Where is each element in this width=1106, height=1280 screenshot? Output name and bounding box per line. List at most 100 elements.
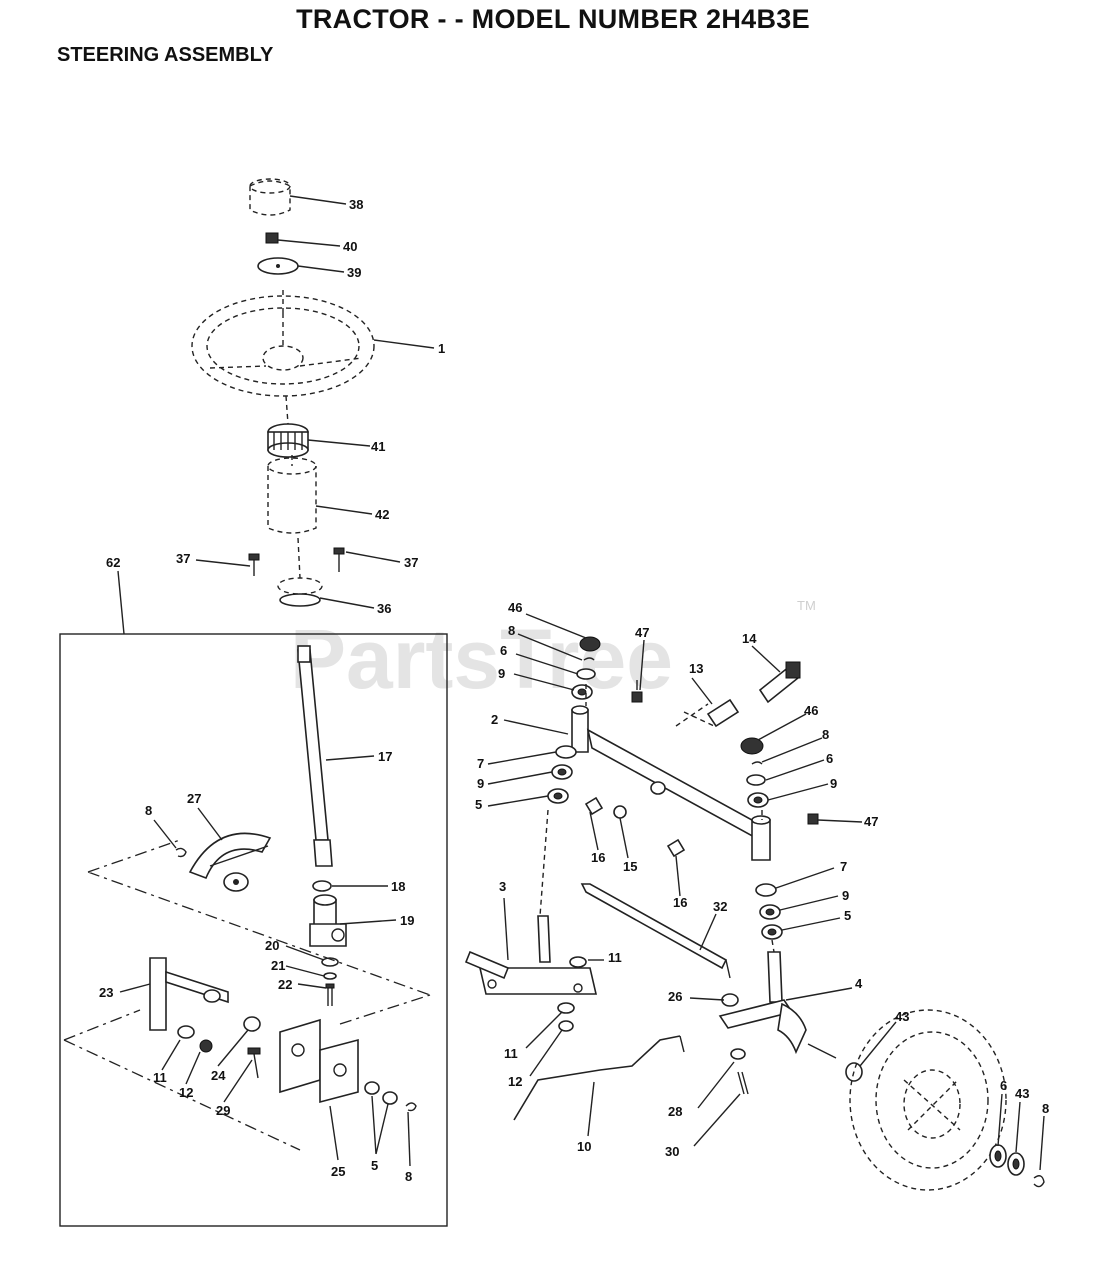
ball-joint-26 — [721, 993, 739, 1007]
callout-42: 42 — [375, 507, 389, 522]
pin-16-left — [584, 796, 604, 816]
steering-wheel-1 — [191, 295, 375, 397]
callout-4: 4 — [855, 976, 863, 991]
steering-cap-38 — [249, 178, 291, 216]
washer-15 — [613, 805, 627, 819]
callout-17: 17 — [378, 749, 392, 764]
callout-43-outer: 43 — [1015, 1086, 1029, 1101]
callout-23: 23 — [99, 985, 113, 1000]
callout-37-left: 37 — [176, 551, 190, 566]
callout-9-left-low: 9 — [477, 776, 484, 791]
callout-26-axle: 26 — [668, 989, 682, 1004]
steering-arm-23 — [149, 957, 229, 1031]
callout-12-lower: 12 — [508, 1074, 522, 1089]
sector-gear-27 — [188, 832, 272, 892]
cap-46-left — [579, 636, 601, 652]
section-subtitle: STEERING ASSEMBLY — [57, 44, 274, 66]
washer-5-left — [547, 788, 569, 804]
callout-9-left: 9 — [498, 666, 505, 681]
washer-11-lower — [557, 1002, 575, 1014]
callout-7-left: 7 — [477, 756, 484, 771]
washer-5-b — [382, 1091, 398, 1105]
cotter-30 — [737, 1071, 749, 1095]
bearing-9-left — [571, 684, 593, 700]
bolt-14 — [758, 661, 801, 704]
washer-11-left — [177, 1025, 195, 1039]
bolt-22 — [325, 983, 335, 1006]
screw-37-right — [333, 547, 345, 572]
grease-fitting-47-left — [631, 680, 643, 703]
callout-9-right: 9 — [830, 776, 837, 791]
callout-47-right: 47 — [864, 814, 878, 829]
callout-29: 29 — [216, 1103, 230, 1118]
callout-1: 1 — [438, 341, 445, 356]
washer-7-left — [555, 745, 577, 759]
nut-12-left — [199, 1039, 213, 1053]
callout-8-left: 8 — [508, 623, 515, 638]
axle-2 — [571, 705, 771, 861]
washer-6-left — [576, 668, 596, 680]
callout-22: 22 — [278, 977, 292, 992]
nut-12-lower — [558, 1020, 574, 1032]
callout-3: 3 — [499, 879, 506, 894]
callout-16-right: 16 — [673, 895, 687, 910]
leader-lines — [119, 195, 1045, 1171]
callout-32: 32 — [713, 899, 727, 914]
watermark-trademark: TM — [797, 598, 816, 613]
callout-8-sector: 8 — [145, 803, 152, 818]
nut-40 — [265, 232, 279, 244]
callout-5-right: 5 — [844, 908, 851, 923]
callout-2: 2 — [491, 712, 498, 727]
washer-6-right — [746, 774, 766, 786]
callout-10: 10 — [577, 1139, 591, 1154]
steering-shaft-17 — [297, 645, 333, 867]
callout-14: 14 — [742, 631, 757, 646]
callout-62: 62 — [106, 555, 120, 570]
callout-18: 18 — [391, 879, 405, 894]
column-bushing-36 — [277, 577, 323, 607]
callout-37-right: 37 — [404, 555, 418, 570]
callout-9-right-low: 9 — [842, 888, 849, 903]
callout-21: 21 — [271, 958, 285, 973]
page-title: TRACTOR - - MODEL NUMBER 2H4B3E — [296, 4, 810, 34]
callout-19: 19 — [400, 913, 414, 928]
washer-21 — [323, 972, 337, 980]
bearing-9-right — [747, 792, 769, 808]
sub-assembly-frame-62 — [59, 633, 448, 1227]
callout-24: 24 — [211, 1068, 226, 1083]
callout-11-lower: 11 — [504, 1046, 518, 1061]
callout-39: 39 — [347, 265, 361, 280]
callout-8-wheel: 8 — [1042, 1101, 1049, 1116]
grease-fitting-47-right — [807, 813, 819, 825]
clip-8-sector — [175, 847, 187, 858]
callout-11-axle: 11 — [608, 950, 622, 965]
washer-28 — [730, 1048, 746, 1060]
callout-6-right: 6 — [826, 751, 833, 766]
front-wheel — [849, 1009, 1007, 1191]
callout-6-wheel: 6 — [1000, 1078, 1007, 1093]
watermark-text: PartsTree — [290, 612, 673, 706]
spindle-3 — [464, 915, 598, 995]
clip-8-wheel — [1033, 1175, 1045, 1188]
callout-43-inner: 43 — [895, 1009, 909, 1024]
callout-46-right: 46 — [804, 703, 818, 718]
bearing-9-right-low — [759, 904, 781, 920]
spacer-13 — [706, 698, 740, 728]
callout-38: 38 — [349, 197, 363, 212]
washer-18 — [312, 880, 332, 892]
bushing-24 — [243, 1016, 261, 1032]
callout-15: 15 — [623, 859, 637, 874]
washer-7-right — [755, 883, 777, 897]
callout-28: 28 — [668, 1104, 682, 1119]
clip-8-box — [405, 1102, 417, 1112]
callout-11-left: 11 — [153, 1070, 167, 1085]
callout-labels: 38 40 39 1 41 42 62 37 37 36 17 8 27 18 … — [99, 197, 1049, 1184]
mounting-bracket-25 — [279, 1018, 359, 1104]
column-sleeve-42 — [267, 457, 317, 534]
screw-37-left — [248, 553, 260, 576]
callout-47-left: 47 — [635, 625, 649, 640]
washer-6-wheel — [989, 1144, 1007, 1168]
callout-46-left: 46 — [508, 600, 522, 615]
washer-11-axle — [569, 956, 587, 968]
callout-27: 27 — [187, 791, 201, 806]
